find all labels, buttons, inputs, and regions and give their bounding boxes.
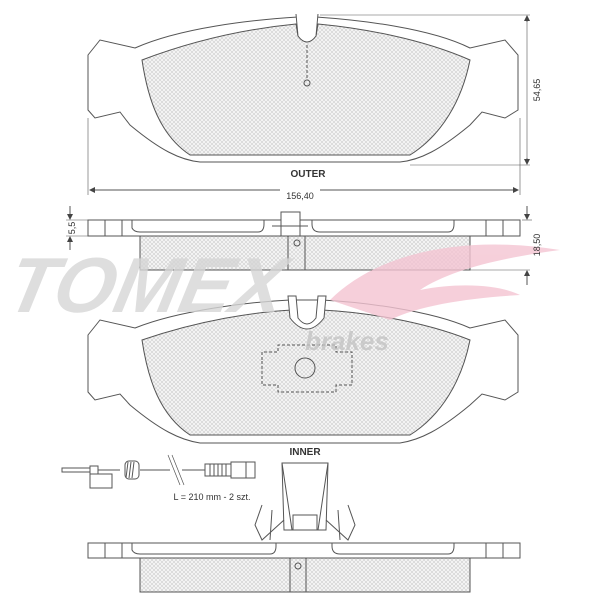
watermark-sub: brakes — [305, 326, 389, 356]
side-view-bottom — [87, 542, 521, 593]
spring-clip — [254, 462, 356, 541]
width-dimension: 156,40 — [286, 191, 314, 201]
outer-dimensions — [87, 14, 530, 195]
height-dimension: 54,65 — [532, 79, 542, 102]
wear-sensor — [61, 454, 256, 489]
inner-pad-front — [87, 295, 519, 444]
outer-label: OUTER — [291, 169, 327, 180]
watermark-brand: TOMEX — [0, 242, 299, 329]
sensor-length-note: L = 210 mm - 2 szt. — [174, 492, 251, 502]
watermark-swoosh — [330, 244, 560, 320]
inner-label: INNER — [289, 447, 321, 458]
outer-pad-front — [87, 13, 519, 163]
total-thickness-dimension: 18,50 — [532, 234, 542, 257]
backplate-thickness-dimension: 5,5 — [67, 222, 77, 235]
watermark-logo: TOMEX brakes — [0, 242, 560, 356]
